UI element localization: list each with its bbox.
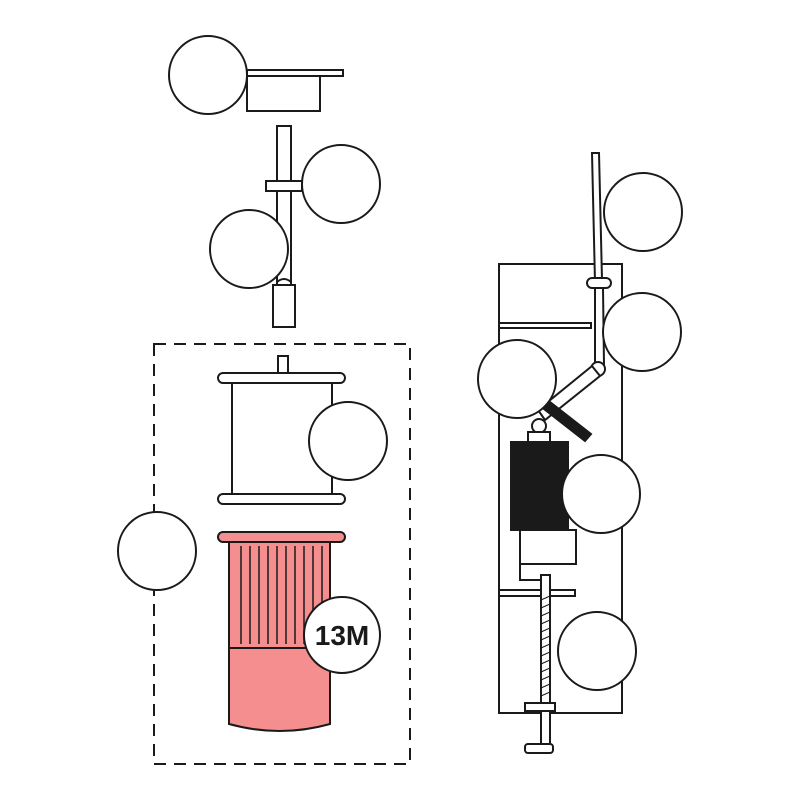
callout-right-5: [557, 611, 637, 691]
right-adjust-screw: [524, 574, 556, 754]
callout-label-13m: 13M: [315, 620, 369, 651]
callout-right-1: [603, 172, 683, 252]
callout-right-4: [561, 454, 641, 534]
callout-bobbin: [308, 401, 388, 481]
callout-top-2: [301, 144, 381, 224]
callout-top-3: [209, 209, 289, 289]
callout-right-2: [602, 292, 682, 372]
callout-box-side: [117, 511, 197, 591]
top-cap-part: [246, 69, 344, 112]
right-lever-arm: [536, 152, 612, 443]
spool-part: [217, 355, 346, 505]
highlighted-part-13m: [217, 531, 346, 732]
float-arm-lower-stub: [272, 284, 296, 328]
right-actuator: [510, 418, 577, 581]
callout-right-3: [477, 339, 557, 419]
callout-top-1: [168, 35, 248, 115]
callout-highlighted-part: 13M: [303, 596, 381, 674]
ribs: [240, 546, 323, 644]
